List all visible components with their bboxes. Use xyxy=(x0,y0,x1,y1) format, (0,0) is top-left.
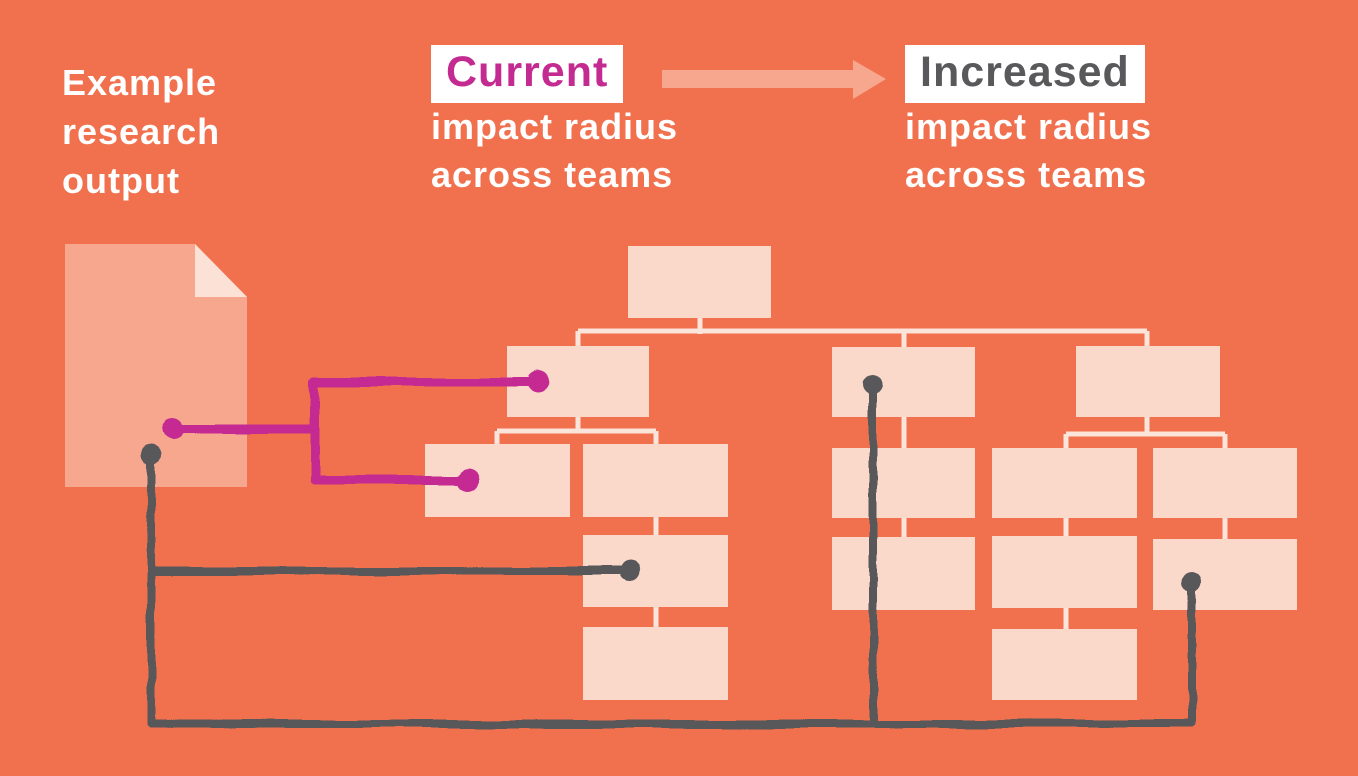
document-fold-corner xyxy=(195,244,247,297)
example-output-line1: Example xyxy=(62,62,218,103)
current-badge: Current xyxy=(431,45,624,103)
increased-impact-endpoint-dot xyxy=(620,561,640,581)
current-sub-line1: impact radius xyxy=(431,106,679,147)
org-box-mid-sub-b xyxy=(832,537,975,610)
current-sub-line2: across teams xyxy=(431,154,674,195)
org-box-right-sub-a3 xyxy=(992,629,1137,700)
org-box-mid-child xyxy=(832,347,975,417)
current-impact-endpoint-dot xyxy=(162,418,184,440)
current-impact-endpoint-dot xyxy=(457,469,479,491)
org-box-root xyxy=(628,246,771,318)
org-box-left-sub-d xyxy=(583,627,728,700)
increased-impact-endpoint-dot xyxy=(1182,572,1202,592)
org-box-right-sub-b2 xyxy=(1153,539,1297,610)
org-box-mid-sub-a xyxy=(832,448,975,518)
example-output-line2: research xyxy=(62,111,221,152)
org-box-left-sub-b xyxy=(583,444,728,517)
increased-impact-lines xyxy=(141,375,1202,728)
increased-sub-line1: impact radius xyxy=(905,106,1153,147)
increased-badge: Increased xyxy=(905,45,1145,103)
increased-column-heading: Increased impact radius across teams xyxy=(905,45,1152,199)
current-impact-endpoint-dot xyxy=(526,371,548,393)
increased-impact-endpoint-dot xyxy=(863,375,883,395)
org-box-right-sub-a1 xyxy=(992,448,1137,518)
org-box-right-child xyxy=(1076,346,1220,417)
current-column-heading: Current impact radius across teams xyxy=(431,45,678,199)
org-box-right-sub-a2 xyxy=(992,536,1137,608)
example-output-line3: output xyxy=(62,160,180,201)
org-box-right-sub-b1 xyxy=(1153,448,1297,518)
current-impact-lines xyxy=(162,371,548,491)
example-output-label: Example research output xyxy=(62,58,220,205)
increased-impact-endpoint-dot xyxy=(141,445,161,465)
arrow-right-icon xyxy=(662,60,886,99)
increased-sub-line2: across teams xyxy=(905,154,1148,195)
